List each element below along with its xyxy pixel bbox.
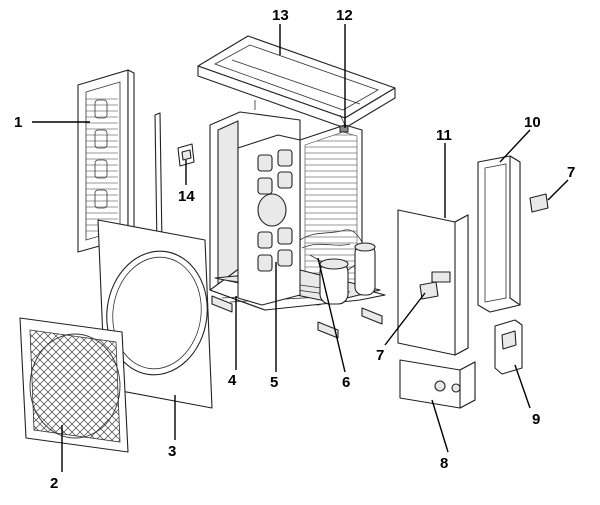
- side-rod: [154, 112, 163, 248]
- callout-5: 5: [270, 374, 278, 391]
- callout-8: 8: [440, 455, 448, 472]
- callout-labels: 1 2 3 4 5 6 7 7 8 9 10 11 12 13 14: [14, 7, 575, 492]
- rear-right-panel: [477, 155, 521, 313]
- callout-2: 2: [50, 475, 58, 492]
- callout-12: 12: [336, 7, 353, 24]
- compressor-assembly: [299, 229, 376, 305]
- electrical-box: [399, 359, 476, 409]
- valve-bracket: [494, 319, 523, 375]
- small-bracket: [177, 143, 195, 167]
- leader-9: [514, 364, 531, 409]
- callout-13: 13: [272, 7, 289, 24]
- leader-7b: [547, 179, 569, 201]
- callout-3: 3: [168, 443, 176, 460]
- callout-1: 1: [14, 114, 22, 131]
- front-panel: [97, 219, 213, 409]
- callout-14: 14: [178, 188, 195, 205]
- callout-4: 4: [228, 372, 237, 389]
- callout-7a: 7: [376, 347, 384, 364]
- leader-7a: [384, 292, 426, 346]
- leader-10: [499, 129, 531, 163]
- callout-9: 9: [532, 411, 540, 428]
- top-cover: [197, 35, 396, 129]
- handle-top: [529, 193, 549, 213]
- callout-6: 6: [342, 374, 350, 391]
- callout-11: 11: [436, 127, 452, 144]
- motor-partition: [237, 134, 301, 306]
- fan-guard: [19, 317, 129, 453]
- callout-7b: 7: [567, 164, 575, 181]
- leader-6: [317, 257, 346, 373]
- leader-8: [431, 399, 449, 453]
- callout-10: 10: [524, 114, 541, 131]
- leader-lines: [32, 24, 569, 472]
